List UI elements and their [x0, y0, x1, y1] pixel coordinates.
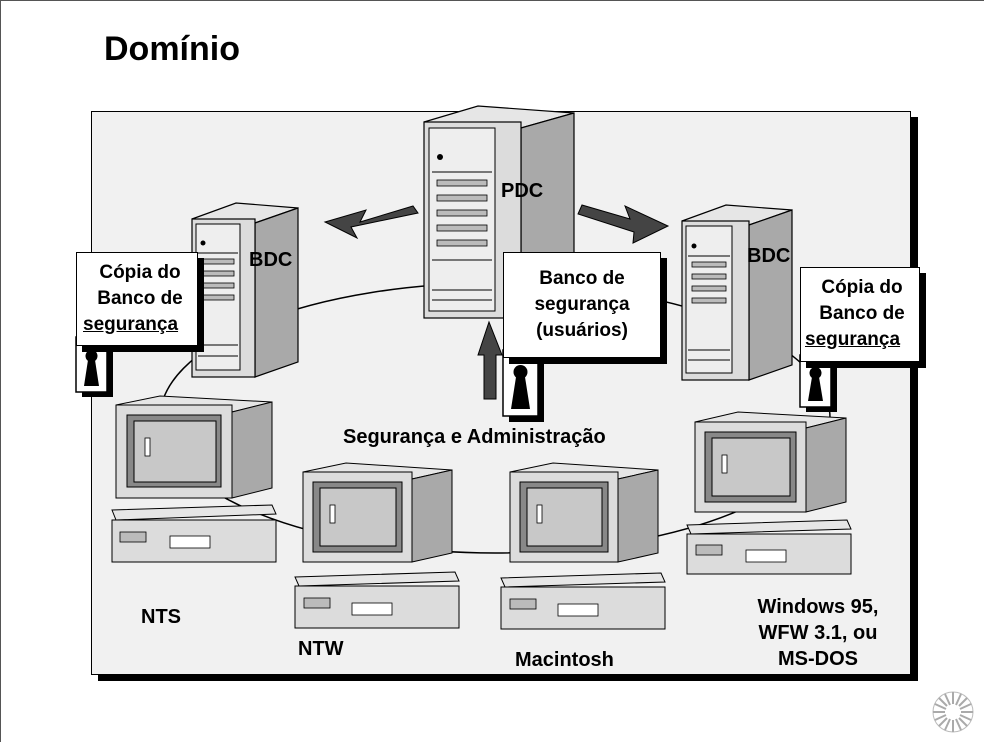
bdc-left-copy-line-3: segurança [83, 314, 179, 335]
workstation-windows-icon [686, 411, 852, 575]
replication-arrow-left [323, 205, 419, 240]
pdc-database-line-1: Banco de [539, 268, 625, 289]
bdc-right-copy-line-3: segurança [805, 329, 901, 350]
keyhole-icon-right [799, 354, 837, 412]
keyhole-icon-center [502, 349, 544, 422]
macintosh-label: Macintosh [515, 649, 614, 671]
pdc-label: PDC [501, 180, 544, 202]
bdc-right-copy-line-2: Banco de [819, 303, 905, 324]
ntw-label: NTW [298, 638, 344, 660]
replication-arrow-right [577, 204, 670, 244]
bdc-right-label: BDC [747, 245, 791, 267]
bdc-left-server-icon [191, 202, 299, 378]
center-label: Segurança e Administração [343, 426, 606, 448]
pdc-database-box: Banco de segurança (usuários) [503, 252, 661, 358]
bdc-left-copy-line-2: Banco de [97, 288, 183, 309]
update-arrow-up [477, 320, 503, 400]
slide-title: Domínio [104, 30, 240, 68]
pdc-database-line-2: segurança [534, 294, 630, 315]
windows-label-line-3: MS-DOS [778, 648, 858, 670]
workstation-nts-icon [111, 395, 277, 563]
nts-label: NTS [141, 606, 181, 628]
bdc-right-server-icon [681, 204, 793, 381]
workstation-ntw-icon [294, 462, 460, 629]
pdc-database-line-3: (usuários) [536, 320, 628, 341]
windows-label: Windows 95, WFW 3.1, ou MS-DOS [738, 594, 898, 672]
windows-label-line-1: Windows 95, [757, 596, 879, 618]
bdc-right-copy-line-1: Cópia do [821, 277, 903, 298]
bdc-left-copy-box: Cópia do Banco de segurança [76, 252, 198, 346]
windows-label-line-2: WFW 3.1, ou [758, 622, 878, 644]
bdc-left-label: BDC [249, 249, 293, 271]
bdc-right-copy-box: Cópia do Banco de segurança [800, 267, 920, 362]
logo-icon [932, 691, 974, 733]
bdc-left-copy-line-1: Cópia do [99, 262, 181, 283]
workstation-mac-icon [500, 462, 666, 630]
